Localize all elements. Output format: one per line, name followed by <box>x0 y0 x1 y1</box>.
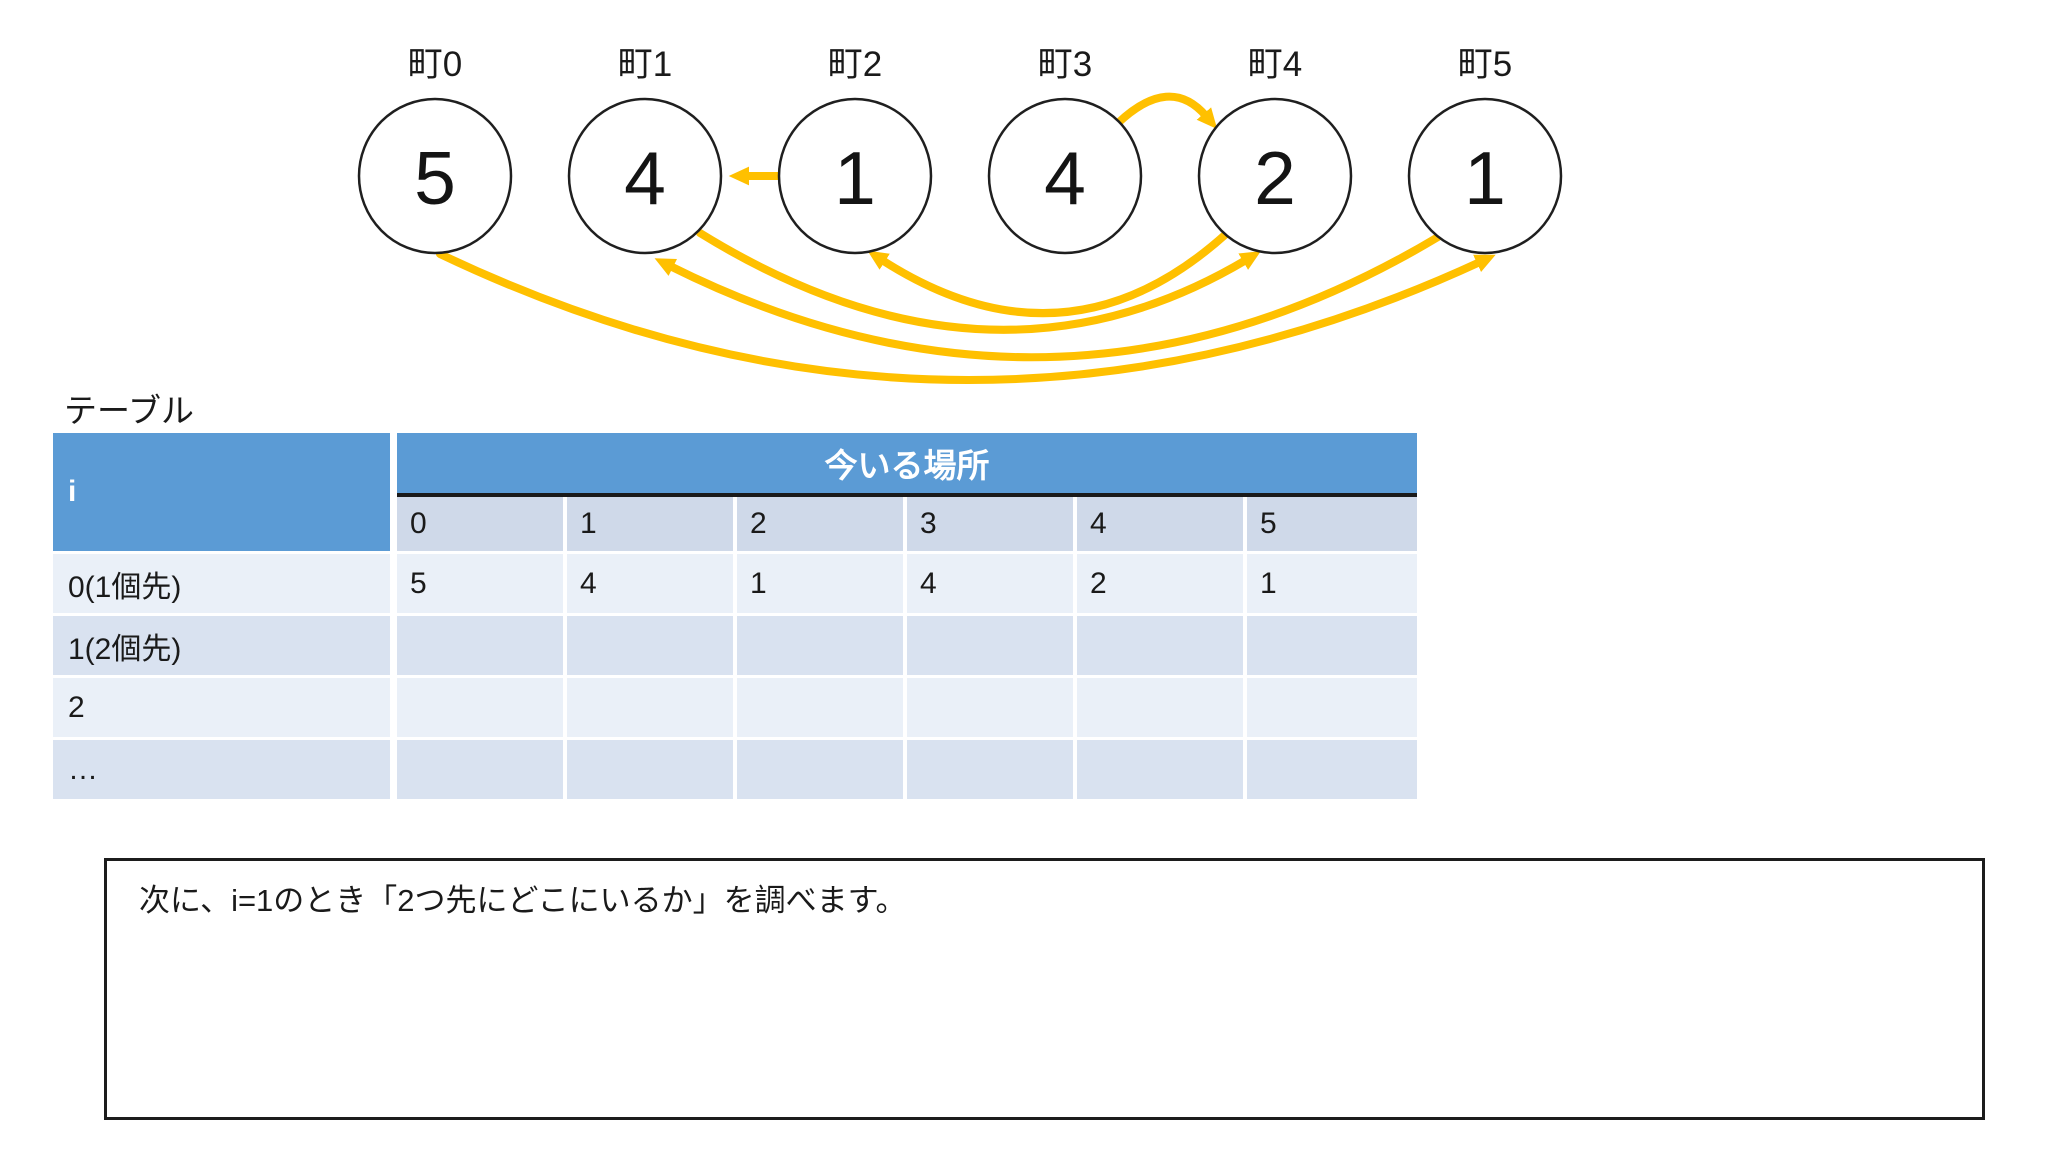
doubling-table: i 今いる場所 0 1 2 3 4 5 0(1個先) 5 4 1 4 2 1 1… <box>53 433 1417 802</box>
town-name: 町2 <box>828 45 882 84</box>
town-name: 町4 <box>1248 45 1302 84</box>
data-cell-r2c5 <box>1247 678 1417 740</box>
data-cell-r0c3: 4 <box>907 554 1077 616</box>
data-cell-r3c5 <box>1247 740 1417 802</box>
data-cell-r3c1 <box>567 740 737 802</box>
col-header-5: 5 <box>1247 497 1417 554</box>
arrow-town5-to-town1 <box>654 233 1442 362</box>
town-name: 町0 <box>408 45 462 84</box>
table-group-header: 今いる場所 <box>397 433 1417 497</box>
data-cell-r2c3 <box>907 678 1077 740</box>
note-text: 次に、i=1のとき「2つ先にどこにいるか」を調べます。 <box>139 883 907 918</box>
arrow-town4-to-town2 <box>867 230 1230 318</box>
row-label-2: 2 <box>53 678 397 740</box>
town-next-value: 1 <box>1464 136 1506 220</box>
col-header-2: 2 <box>737 497 907 554</box>
data-cell-r1c5 <box>1247 616 1417 678</box>
data-cell-r3c0 <box>397 740 567 802</box>
note-box: 次に、i=1のとき「2つ先にどこにいるか」を調べます。 <box>104 858 1985 1120</box>
town-2: 町2 1 <box>777 45 933 255</box>
table-corner-label: i <box>53 433 397 554</box>
town-name: 町1 <box>618 45 672 84</box>
town-circle <box>1407 97 1563 255</box>
town-3: 町3 4 <box>987 45 1143 255</box>
arrow-town3-to-town4 <box>1114 92 1218 130</box>
towns-graph: 町0 5 町1 4 町2 1 町3 4 町4 2 町5 1 <box>357 45 1563 384</box>
col-header-1: 1 <box>567 497 737 554</box>
data-cell-r1c1 <box>567 616 737 678</box>
data-cell-r1c2 <box>737 616 907 678</box>
data-cell-r2c2 <box>737 678 907 740</box>
town-circle <box>987 97 1143 255</box>
data-cell-r0c5: 1 <box>1247 554 1417 616</box>
row-label-1: 1(2個先) <box>53 616 397 678</box>
data-cell-r3c2 <box>737 740 907 802</box>
town-4: 町4 2 <box>1197 45 1353 255</box>
town-next-value: 5 <box>414 136 456 220</box>
data-cell-r0c2: 1 <box>737 554 907 616</box>
data-cell-r0c1: 4 <box>567 554 737 616</box>
town-circle <box>357 97 513 255</box>
data-cell-r1c3 <box>907 616 1077 678</box>
data-cell-r0c0: 5 <box>397 554 567 616</box>
arrow-town0-to-town5 <box>436 250 1496 384</box>
town-name: 町5 <box>1458 45 1512 84</box>
data-cell-r2c0 <box>397 678 567 740</box>
town-circle <box>567 97 723 255</box>
data-cell-r2c4 <box>1077 678 1247 740</box>
town-next-value: 1 <box>834 136 876 220</box>
town-circle <box>777 97 933 255</box>
table-title: テーブル <box>64 392 195 429</box>
col-header-4: 4 <box>1077 497 1247 554</box>
data-cell-r2c1 <box>567 678 737 740</box>
data-cell-r1c4 <box>1077 616 1247 678</box>
town-next-value: 2 <box>1254 136 1296 220</box>
data-cell-r0c4: 2 <box>1077 554 1247 616</box>
data-cell-r1c0 <box>397 616 567 678</box>
row-label-0: 0(1個先) <box>53 554 397 616</box>
town-circle <box>1197 97 1353 255</box>
col-header-0: 0 <box>397 497 567 554</box>
town-0: 町0 5 <box>357 45 513 255</box>
data-cell-r3c4 <box>1077 740 1247 802</box>
town-1: 町1 4 <box>567 45 723 255</box>
arrow-town1-to-town4 <box>696 229 1261 334</box>
row-label-3: … <box>53 740 397 802</box>
town-5: 町5 1 <box>1407 45 1563 255</box>
town-next-value: 4 <box>1044 136 1086 220</box>
data-cell-r3c3 <box>907 740 1077 802</box>
col-header-3: 3 <box>907 497 1077 554</box>
town-name: 町3 <box>1038 45 1092 84</box>
town-next-value: 4 <box>624 136 666 220</box>
